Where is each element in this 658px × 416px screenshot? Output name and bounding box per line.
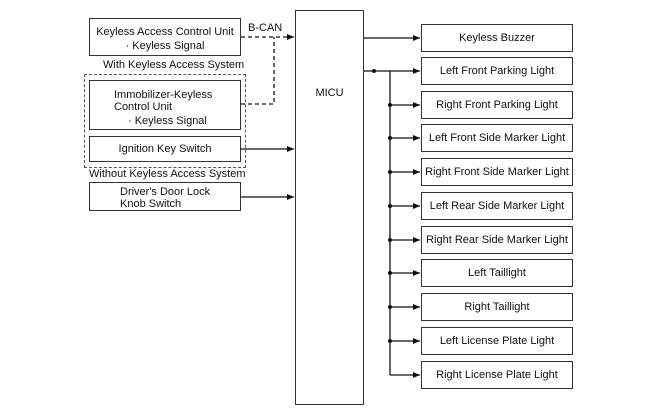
output-label: Left Rear Side Marker Light [429, 200, 565, 212]
without-keyless-label: Without Keyless Access System [89, 168, 246, 180]
junction-dot [388, 271, 392, 275]
junction-dot [388, 238, 392, 242]
micu-unit: MICU [295, 10, 364, 405]
output-right-front-side-marker-light: Right Front Side Marker Light [421, 158, 573, 186]
keyless-unit-title: Keyless Access Control Unit [96, 26, 234, 38]
output-label: Right Front Side Marker Light [425, 166, 569, 178]
output-label: Right Front Parking Light [436, 99, 558, 111]
junction-dot [372, 69, 376, 73]
bcan-label: B-CAN [248, 22, 283, 34]
door-lock-line-2: Knob Switch [120, 198, 182, 210]
output-left-front-parking-light: Left Front Parking Light [421, 57, 573, 85]
output-keyless-buzzer: Keyless Buzzer [421, 24, 573, 52]
output-left-rear-side-marker-light: Left Rear Side Marker Light [421, 192, 573, 220]
immobilizer-title-2: Control Unit [114, 101, 173, 113]
keyless-access-control-unit: Keyless Access Control Unit · Keyless Si… [89, 18, 241, 56]
junction-dot [388, 103, 392, 107]
micu-label: MICU [315, 87, 344, 99]
bcan-line-immobilizer [241, 37, 275, 105]
output-left-taillight: Left Taillight [421, 259, 573, 287]
keyless-unit-signal: · Keyless Signal [125, 40, 205, 52]
output-label: Left Front Side Marker Light [428, 132, 566, 144]
drivers-door-lock-knob-switch: Driver's Door Lock Knob Switch [89, 182, 241, 211]
with-keyless-group-outline [84, 74, 246, 168]
output-label: Right License Plate Light [436, 369, 558, 381]
ignition-key-switch: Ignition Key Switch [89, 136, 241, 162]
output-right-taillight: Right Taillight [421, 293, 573, 321]
output-label: Left Taillight [468, 267, 526, 279]
junction-dot [388, 204, 392, 208]
door-lock-line-1: Driver's Door Lock [120, 186, 211, 198]
output-right-rear-side-marker-light: Right Rear Side Marker Light [421, 226, 573, 254]
output-right-license-plate-light: Right License Plate Light [421, 361, 573, 389]
ignition-key-switch-label: Ignition Key Switch [118, 143, 212, 155]
output-label: Left License Plate Light [439, 335, 555, 347]
light-branch-arrows [390, 68, 420, 378]
with-keyless-label: With Keyless Access System [103, 59, 245, 71]
immobilizer-title-1: Immobilizer-Keyless [114, 89, 213, 101]
junction-dot [388, 339, 392, 343]
junction-dot [388, 136, 392, 140]
output-left-license-plate-light: Left License Plate Light [421, 327, 573, 355]
junction-dot [388, 305, 392, 309]
immobilizer-keyless-control-unit: Immobilizer-Keyless Control Unit · Keyle… [89, 80, 241, 130]
output-right-front-parking-light: Right Front Parking Light [421, 91, 573, 119]
junction-dot [388, 170, 392, 174]
output-label: Right Rear Side Marker Light [426, 234, 568, 246]
output-label: Left Front Parking Light [439, 65, 555, 77]
output-left-front-side-marker-light: Left Front Side Marker Light [421, 124, 573, 152]
output-label: Right Taillight [464, 301, 530, 313]
immobilizer-signal: · Keyless Signal [128, 115, 207, 127]
junction-dots [372, 69, 392, 343]
output-label: Keyless Buzzer [459, 32, 535, 44]
